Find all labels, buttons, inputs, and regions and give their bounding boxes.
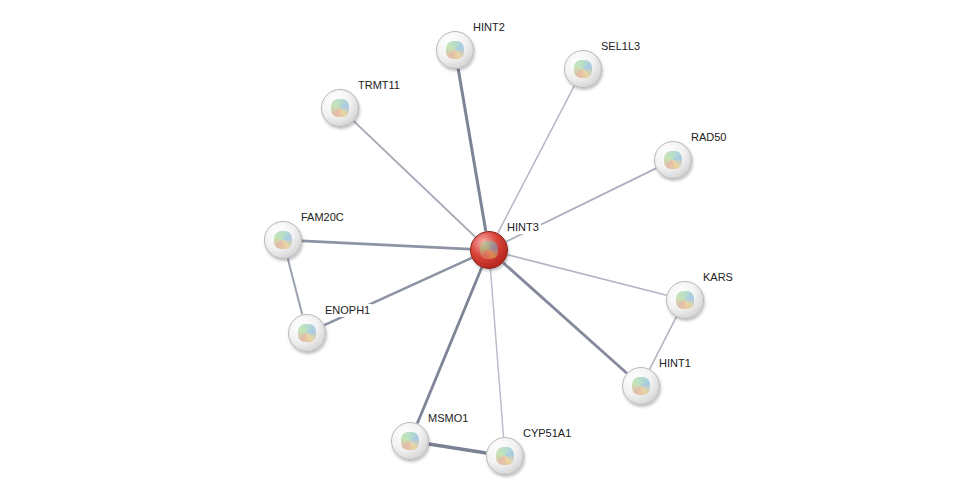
- protein-label: MSMO1: [426, 412, 470, 425]
- structure-icon: [480, 241, 498, 259]
- protein-label: CYP51A1: [521, 427, 573, 440]
- protein-label: HINT2: [471, 21, 507, 34]
- structure-icon: [664, 151, 682, 169]
- protein-node: TRMT11: [321, 89, 359, 127]
- structure-icon: [298, 324, 316, 342]
- protein-label: FAM20C: [299, 211, 346, 224]
- structure-icon: [632, 377, 650, 395]
- interaction-edge: [490, 269, 503, 437]
- structure-icon: [274, 231, 292, 249]
- structure-icon: [331, 99, 349, 117]
- protein-node: SEL1L3: [564, 50, 602, 88]
- protein-label: SEL1L3: [599, 40, 642, 53]
- structure-icon: [676, 291, 694, 309]
- structure-icon: [496, 447, 514, 465]
- interaction-edge: [288, 258, 303, 314]
- protein-node: FAM20C: [264, 221, 302, 259]
- protein-label: KARS: [701, 271, 735, 284]
- interaction-edge: [417, 268, 481, 424]
- interaction-edge: [429, 444, 486, 453]
- protein-node: MSMO1: [391, 422, 429, 460]
- interaction-edge: [503, 263, 627, 374]
- interaction-edge: [354, 121, 475, 237]
- protein-label: HINT1: [657, 357, 693, 370]
- interaction-edge: [302, 241, 470, 249]
- protein-label: RAD50: [689, 131, 728, 144]
- protein-node: ENOPH1: [288, 314, 326, 352]
- structure-icon: [446, 41, 464, 59]
- protein-node: RAD50: [654, 141, 692, 179]
- protein-label: ENOPH1: [323, 304, 372, 317]
- structure-icon: [574, 60, 592, 78]
- protein-node: CYP51A1: [486, 437, 524, 475]
- protein-node: KARS: [666, 281, 704, 319]
- interaction-edge: [458, 69, 486, 232]
- protein-node: HINT2: [436, 31, 474, 69]
- protein-label: TRMT11: [356, 79, 402, 92]
- interaction-edge: [498, 86, 574, 233]
- structure-icon: [401, 432, 419, 450]
- protein-label: HINT3: [505, 221, 541, 234]
- protein-node: HINT1: [622, 367, 660, 405]
- protein-node: HINT3: [470, 231, 508, 269]
